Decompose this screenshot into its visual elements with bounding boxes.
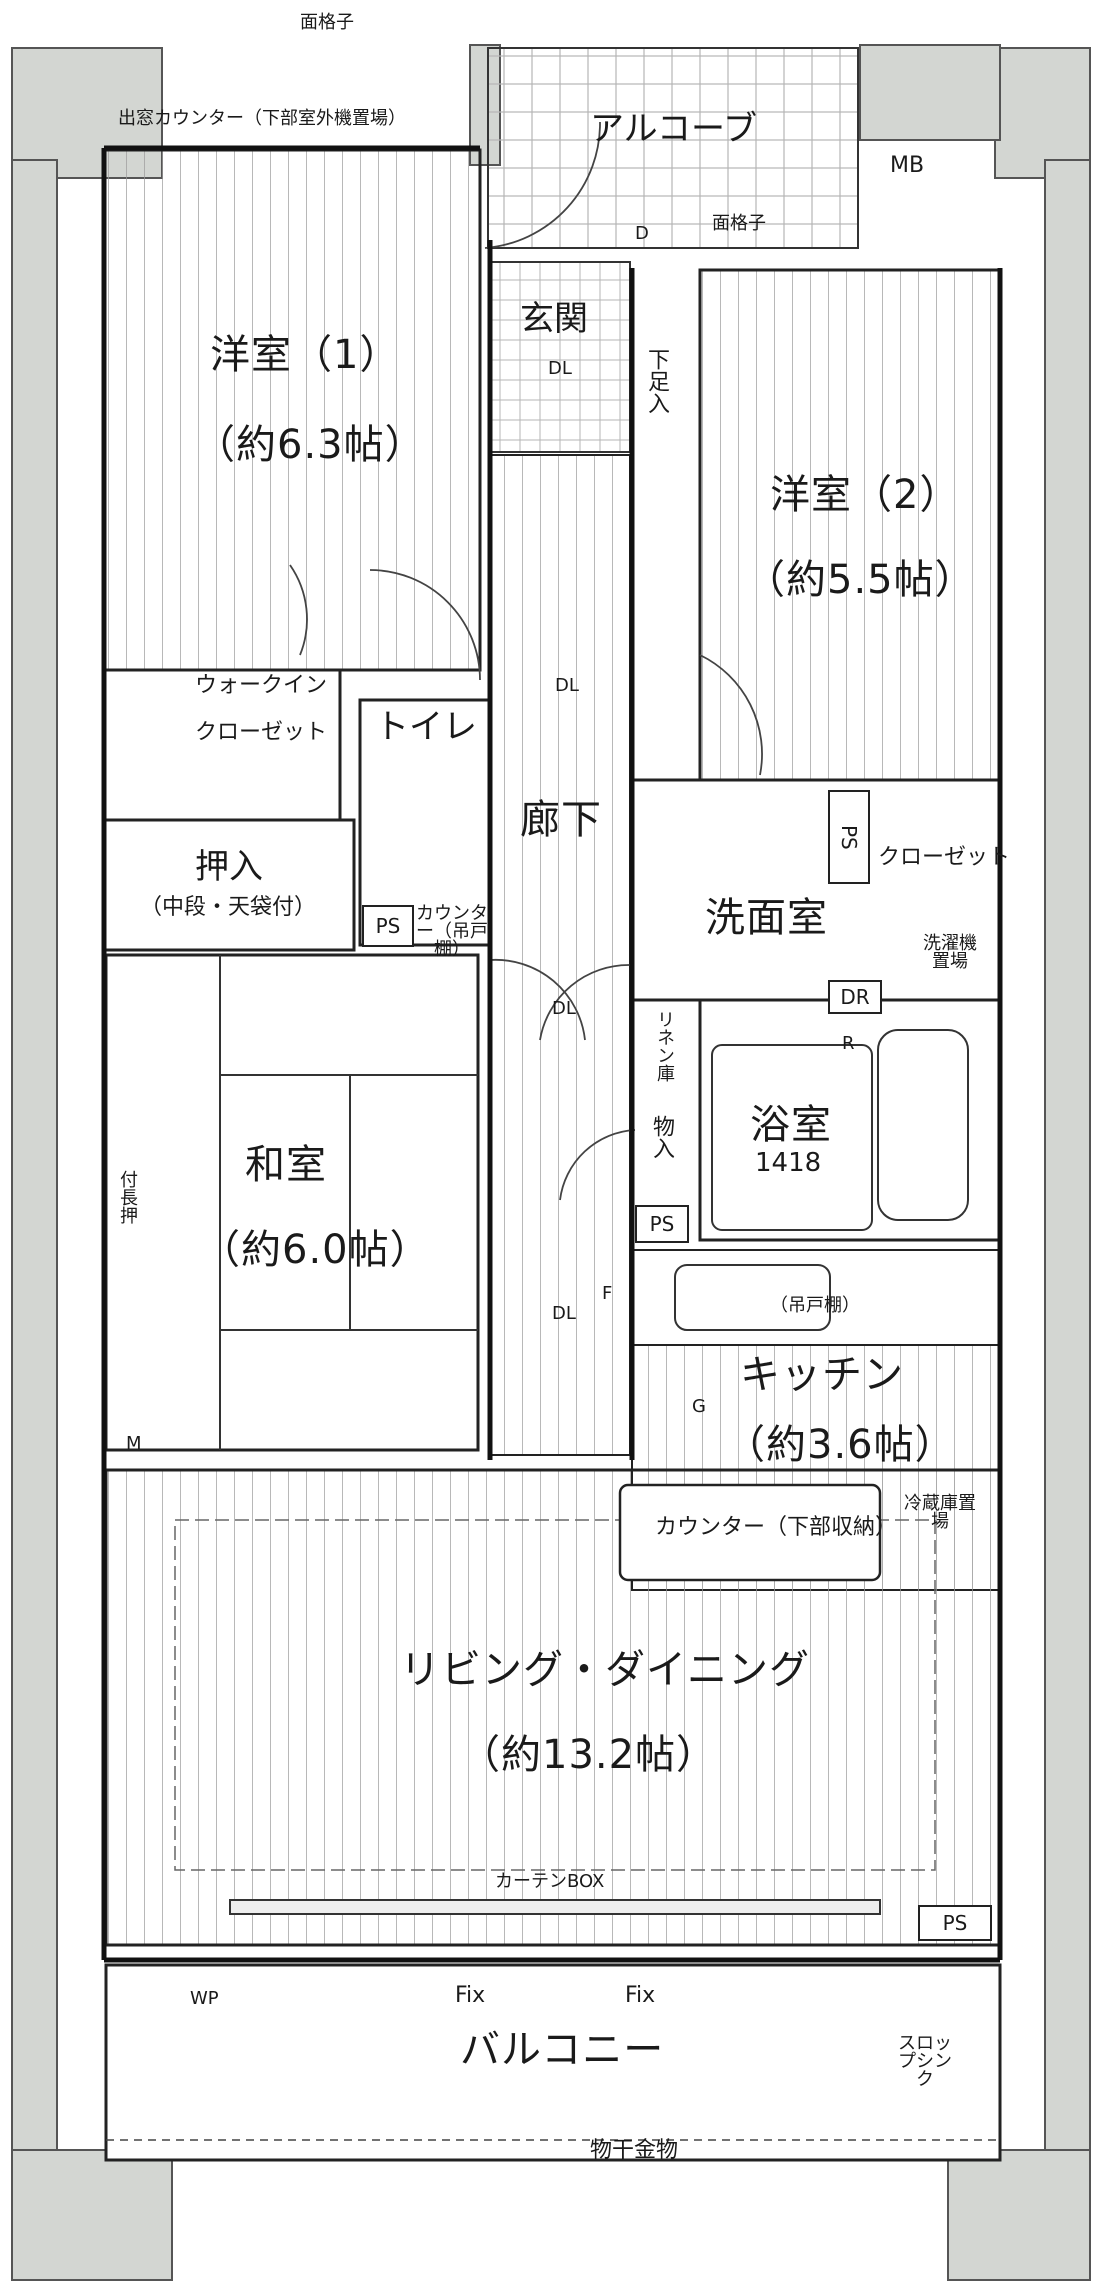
toilet-label: トイレ: [375, 707, 477, 747]
balcony-label: バルコニー: [460, 2027, 665, 2073]
toilet-counter-label: カウンター（吊戸棚）: [416, 903, 488, 960]
japanese-room-size: （約6.0帖）: [200, 1227, 431, 1273]
clothes-drying-fixture-label: 物干金物: [590, 2138, 679, 2163]
bathroom-size: 1418: [755, 1148, 822, 1178]
entrance-label: 玄関: [520, 299, 588, 339]
pipe-space-2: PS: [828, 790, 870, 884]
oshiire-sub-label: （中段・天袋付）: [140, 895, 317, 920]
drain-label: DR: [828, 980, 882, 1014]
curtain-box-label: カーテンBOX: [495, 1871, 605, 1892]
western-room-1-size: （約6.3帖）: [195, 422, 426, 468]
downlight-symbol: DL: [555, 675, 579, 696]
kitchen-label: キッチン: [740, 1352, 904, 1398]
downlight-symbol: DL: [552, 1303, 576, 1324]
fridge-area-label: 冷蔵庫置場: [904, 1493, 976, 1532]
linen-storage-label: リネン庫: [654, 1010, 675, 1082]
walk-in-label: ウォークイン: [195, 673, 328, 698]
living-dining-size: （約13.2帖）: [460, 1732, 718, 1778]
storage-monoire-label: 物入: [649, 1115, 674, 1159]
outer-walls: [11, 44, 1091, 2281]
gas-outlet-symbol: G: [692, 1396, 706, 1417]
washing-machine-area-label: 洗濯機置場: [923, 933, 977, 972]
living-dining-label: リビング・ダイニング: [400, 1647, 810, 1693]
window-grille-mid-label: 面格子: [712, 213, 766, 234]
washroom-label: 洗面室: [705, 895, 828, 941]
western-room-1-label: 洋室（1）: [210, 332, 401, 378]
fix-window-2-label: Fix: [625, 1983, 656, 2008]
alcove-label: アルコーブ: [590, 109, 757, 149]
walk-in-closet-label: クローゼット: [195, 720, 328, 745]
slop-sink-label: スロップシンク: [898, 2033, 952, 2090]
western-room-2-label: 洋室（2）: [770, 472, 961, 518]
nageshi-label: 付長押: [117, 1170, 138, 1224]
shoe-storage-label: 下足入: [644, 348, 669, 414]
weatherproof-outlet-symbol: WP: [190, 1988, 219, 2009]
range-hood-symbol: R: [842, 1033, 855, 1054]
pipe-space-1: PS: [362, 905, 414, 947]
corridor-label: 廊下: [520, 797, 602, 843]
kitchen-size: （約3.6帖）: [725, 1422, 956, 1468]
downlight-symbol: DL: [552, 998, 576, 1019]
fix-window-1-label: Fix: [455, 1983, 486, 2008]
main-walls: [101, 145, 1003, 1963]
tatami-lines: [219, 955, 478, 1450]
closet-2-label: クローゼット: [878, 845, 1011, 870]
downlight-symbol: DL: [548, 358, 572, 379]
bay-window-counter-label: 出窓カウンター（下部室外機置場）: [118, 108, 406, 129]
japanese-room-label: 和室: [245, 1142, 327, 1188]
bathroom-label: 浴室: [750, 1102, 832, 1148]
fire-alarm-symbol: F: [602, 1283, 613, 1304]
door-swings: [289, 121, 763, 1201]
meter-box-label: MB: [890, 153, 925, 178]
pipe-space-4: PS: [918, 1905, 992, 1941]
kitchen-counter-label: カウンター（下部収納）: [655, 1515, 898, 1540]
hanging-cabinet-label: （吊戸棚）: [770, 1295, 860, 1316]
window-grille-top-label: 面格子: [300, 12, 354, 33]
door-chime-symbol: D: [635, 223, 649, 244]
meter-symbol: M: [126, 1433, 142, 1454]
pipe-space-3: PS: [635, 1205, 689, 1243]
closet-oshiire-label: 押入: [195, 847, 263, 887]
western-room-2-size: （約5.5帖）: [745, 557, 976, 603]
